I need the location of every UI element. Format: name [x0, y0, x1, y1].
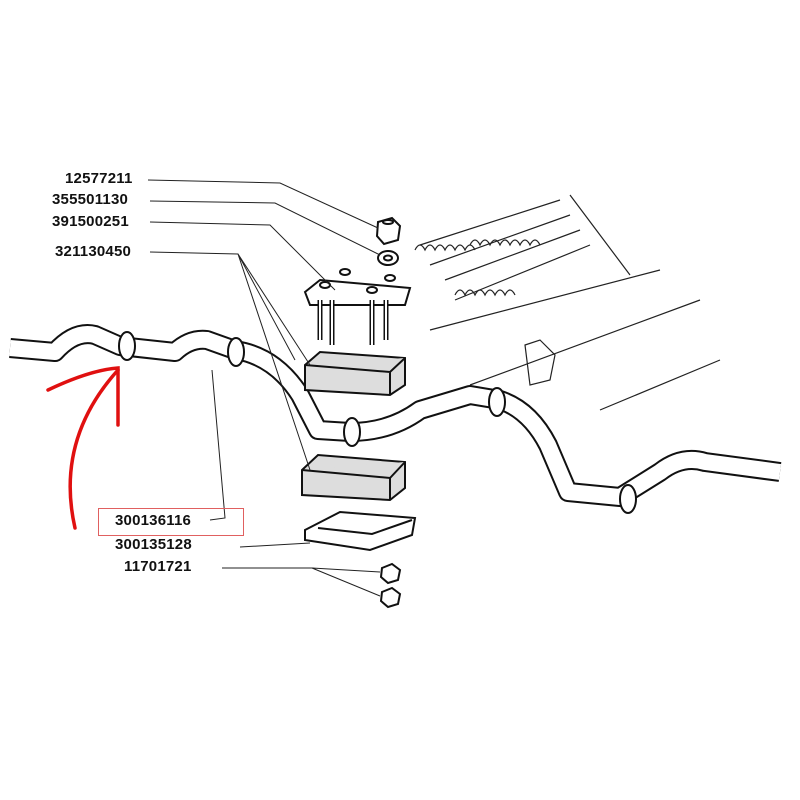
chassis-frame — [414, 194, 721, 411]
part-label-12577211: 12577211 — [65, 170, 133, 187]
part-label-300135128: 300135128 — [115, 536, 192, 553]
bushing-upper — [304, 350, 406, 397]
nut-top — [375, 216, 402, 246]
part-label-355501130: 355501130 — [52, 191, 129, 208]
lower-plate — [304, 510, 417, 552]
highlight-box — [98, 508, 244, 536]
washer — [377, 250, 399, 266]
bushing-lower — [301, 453, 406, 502]
bar-bushings — [118, 331, 637, 514]
red-arrow-annotation — [46, 366, 120, 530]
part-label-11701721: 11701721 — [124, 558, 192, 575]
leader-lines — [147, 179, 381, 597]
clamp-bracket — [303, 268, 412, 345]
part-label-391500251: 391500251 — [52, 213, 129, 230]
nuts-bottom — [379, 562, 402, 609]
part-label-300136116: 300136116 — [115, 512, 192, 529]
part-label-321130450: 321130450 — [55, 243, 132, 260]
